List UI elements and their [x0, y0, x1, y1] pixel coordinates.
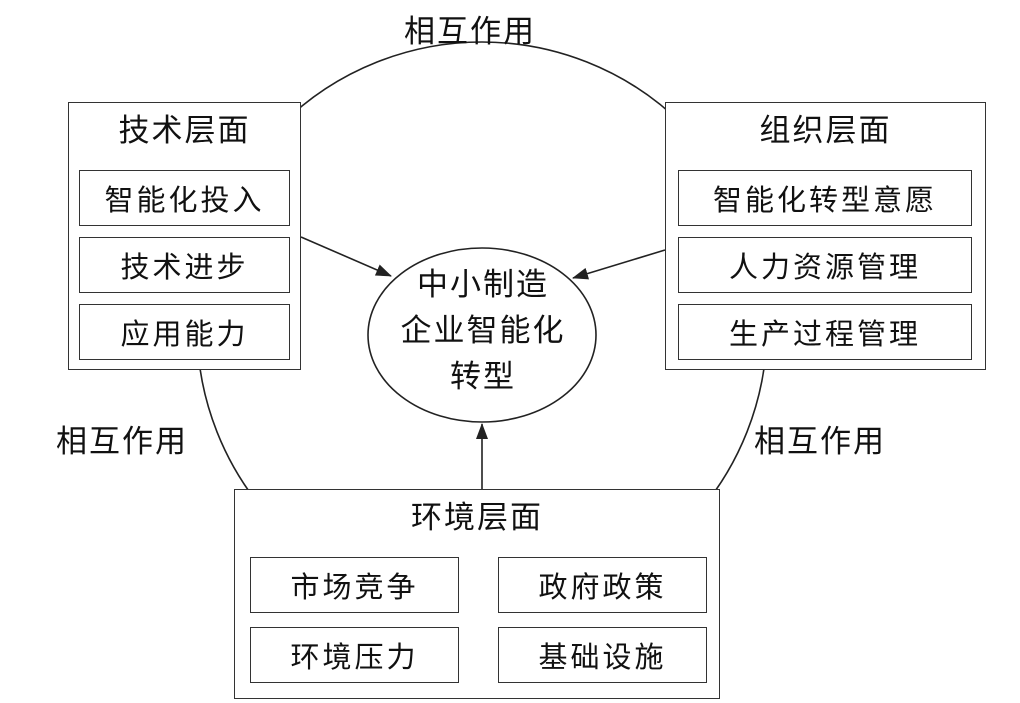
technology-item: 技术进步	[79, 237, 290, 293]
organization-item: 生产过程管理	[678, 304, 972, 360]
technology-item: 智能化投入	[79, 170, 290, 226]
interaction-label-left: 相互作用	[56, 424, 188, 460]
organization-item: 人力资源管理	[678, 237, 972, 293]
technology-item: 应用能力	[79, 304, 290, 360]
organization-panel: 组织层面 智能化转型意愿 人力资源管理 生产过程管理	[665, 102, 986, 370]
center-goal: 中小制造 企业智能化 转型	[368, 262, 598, 400]
center-line: 转型	[450, 359, 516, 395]
interaction-label-top: 相互作用	[404, 14, 536, 50]
interaction-label-right: 相互作用	[754, 424, 886, 460]
technology-panel: 技术层面 智能化投入 技术进步 应用能力	[68, 102, 301, 370]
technology-title: 技术层面	[118, 113, 251, 149]
center-ellipse	[367, 247, 597, 423]
center-line: 中小制造	[417, 267, 549, 303]
environment-panel: 环境层面 市场竞争 政府政策 环境压力 基础设施	[234, 489, 720, 699]
organization-item: 智能化转型意愿	[678, 170, 972, 226]
center-line: 企业智能化	[400, 313, 566, 349]
environment-item: 基础设施	[498, 627, 707, 683]
arrow-tech-to-center	[300, 236, 392, 277]
environment-item: 环境压力	[250, 627, 459, 683]
organization-title: 组织层面	[759, 113, 892, 149]
environment-title: 环境层面	[411, 500, 543, 536]
arrow-org-to-center	[572, 249, 666, 280]
environment-item: 市场竞争	[250, 557, 459, 613]
environment-item: 政府政策	[498, 557, 707, 613]
